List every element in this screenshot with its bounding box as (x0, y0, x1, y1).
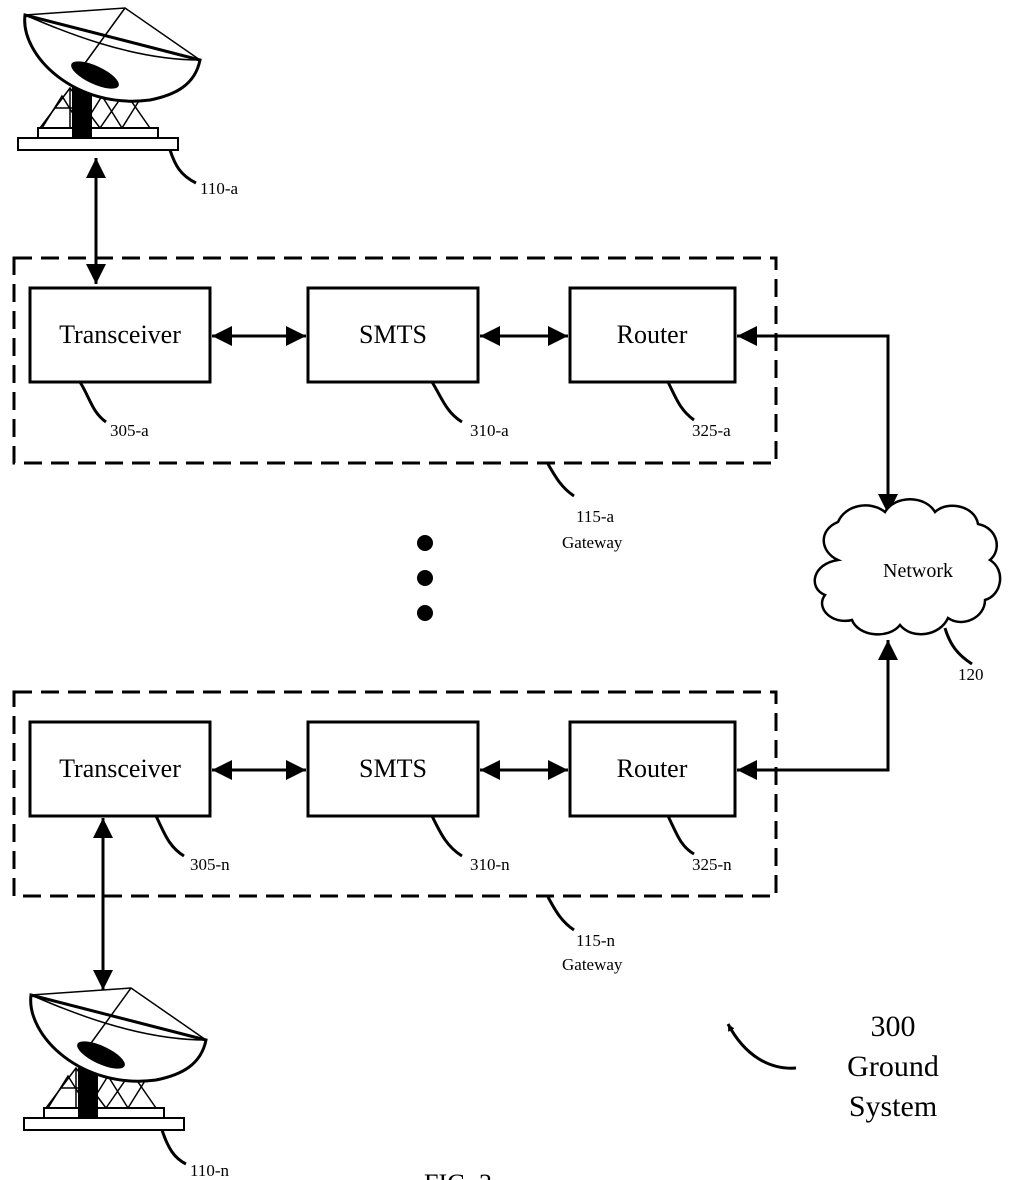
router-ref-n: 325-n (692, 855, 732, 874)
leader-line (546, 463, 575, 498)
router-ref-a: 325-a (692, 421, 731, 440)
link-router-network-a (737, 326, 898, 514)
system-pointer-arrow (726, 1023, 797, 1070)
smts-label-n: SMTS (359, 754, 427, 783)
leader-line (168, 149, 197, 185)
network-ref: 120 (958, 665, 984, 684)
antenna-ref-n: 110-n (190, 1161, 230, 1180)
gateway-boundary-n (12, 690, 778, 898)
ellipsis-dot (417, 570, 433, 586)
router-box-a (568, 286, 737, 384)
system-number: 300 (871, 1010, 916, 1043)
satellite-dish-icon (17, 7, 202, 151)
leader-line (154, 815, 185, 858)
leader-line (78, 381, 107, 424)
smts-box-a (306, 286, 480, 384)
system-label-line2: System (849, 1090, 937, 1123)
network-label: Network (883, 560, 953, 582)
transceiver-label-n: Transceiver (59, 754, 181, 783)
leader-line (666, 815, 695, 856)
gateway-ref-n: 115-n (576, 931, 616, 950)
network-cloud-icon (813, 498, 1002, 636)
link-router-network-n (737, 640, 898, 780)
system-label-line1: Ground (847, 1050, 939, 1083)
ellipsis-dot (417, 535, 433, 551)
router-label-n: Router (617, 754, 688, 783)
gateway-ref-a: 115-a (576, 507, 615, 526)
smts-box-n (306, 720, 480, 818)
router-label-a: Router (617, 320, 688, 349)
transceiver-ref-a: 305-a (110, 421, 149, 440)
satellite-dish-icon (23, 987, 208, 1131)
ellipsis-dot (417, 605, 433, 621)
smts-ref-n: 310-n (470, 855, 510, 874)
leader-line (160, 1129, 187, 1166)
leader-line (666, 381, 695, 422)
smts-ref-a: 310-a (470, 421, 509, 440)
transceiver-ref-n: 305-n (190, 855, 230, 874)
leader-line (430, 381, 463, 424)
transceiver-box-a (28, 286, 212, 384)
leader-line (943, 627, 973, 666)
router-box-n (568, 720, 737, 818)
transceiver-box-n (28, 720, 212, 818)
transceiver-label-a: Transceiver (59, 320, 181, 349)
gateway-label-a: Gateway (562, 533, 623, 552)
antenna-ref-a: 110-a (200, 179, 239, 198)
figure-label: FIG. 3 (424, 1169, 492, 1180)
leader-line (430, 815, 463, 858)
smts-label-a: SMTS (359, 320, 427, 349)
leader-line (546, 896, 575, 932)
gateway-label-n: Gateway (562, 955, 623, 974)
